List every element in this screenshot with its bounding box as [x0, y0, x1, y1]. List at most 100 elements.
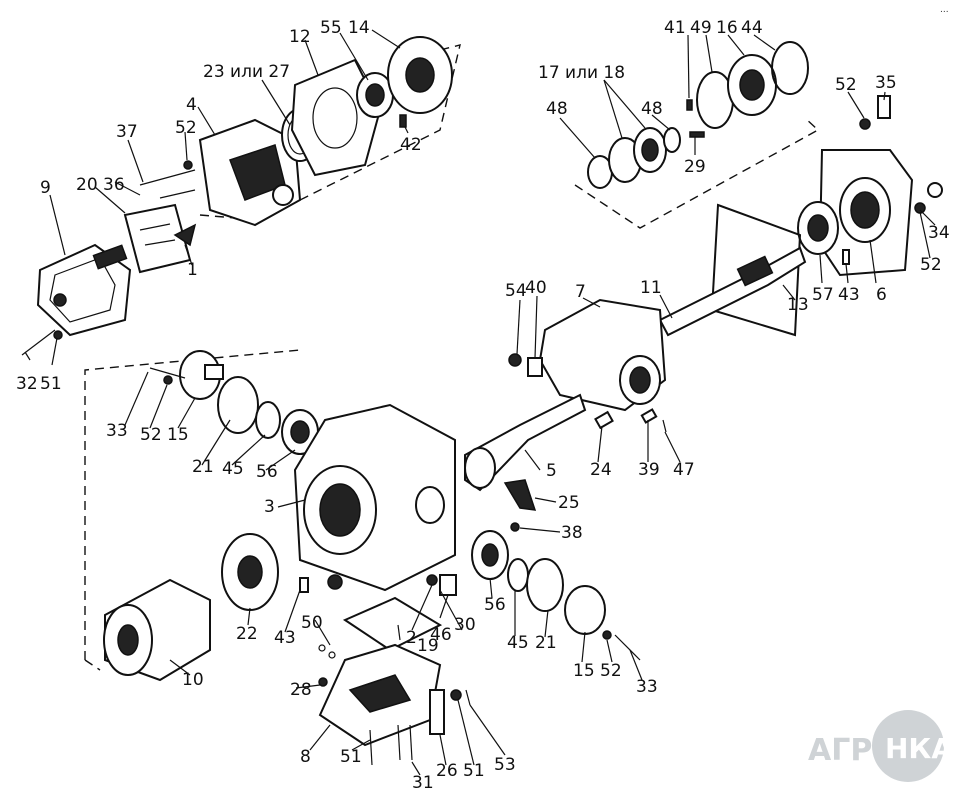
label-14: 14 [348, 18, 370, 38]
label-52-e: 52 [600, 661, 622, 681]
part-38-pin [510, 522, 520, 532]
part-5-shaft [464, 393, 587, 492]
label-44: 44 [741, 18, 763, 38]
part-19-gasket [342, 596, 443, 652]
part-21-45-56-a [217, 376, 319, 455]
part-48-ring-b [663, 127, 681, 153]
label-51-b: 51 [340, 747, 362, 767]
label-15-a: 15 [167, 425, 189, 445]
part-8-valve-block [318, 643, 442, 747]
label-30: 30 [454, 615, 476, 635]
label-16: 16 [716, 18, 738, 38]
label-36: 36 [103, 175, 125, 195]
part-51-31-bolts [369, 724, 413, 766]
part-57-bearing [797, 201, 839, 255]
part-56-45-21-b [471, 530, 564, 612]
part-55-bearing [356, 72, 394, 118]
label-24: 24 [590, 460, 612, 480]
label-39: 39 [638, 460, 660, 480]
label-57: 57 [812, 285, 834, 305]
label-51: 51 [40, 374, 62, 394]
part-37-36-bolts [139, 160, 196, 199]
label-31: 31 [412, 773, 434, 793]
corner-mark: ... [940, 5, 949, 15]
leader-lines [24, 29, 936, 776]
part-24-39-47-pins [594, 408, 667, 433]
label-52: 52 [175, 118, 197, 138]
label-25: 25 [558, 493, 580, 513]
label-29: 29 [684, 157, 706, 177]
part-54-40-pins [508, 353, 543, 377]
label-3: 3 [264, 497, 275, 517]
label-22: 22 [236, 624, 258, 644]
part-22-disc [221, 533, 279, 611]
label-19: 19 [417, 636, 439, 656]
label-9: 9 [40, 178, 51, 198]
label-28: 28 [290, 680, 312, 700]
label-33-b: 33 [636, 677, 658, 697]
part-34-nut [914, 182, 943, 214]
label-54: 54 [505, 281, 527, 301]
part-6-cover [818, 149, 914, 277]
label-11: 11 [640, 278, 662, 298]
label-7: 7 [575, 282, 586, 302]
label-52-b: 52 [835, 75, 857, 95]
label-48-b: 48 [641, 99, 663, 119]
part-42-pin [399, 114, 407, 128]
part-41-pin [686, 99, 693, 111]
label-48-a: 48 [546, 99, 568, 119]
part-35-bolt [859, 95, 891, 130]
label-33-a: 33 [106, 421, 128, 441]
label-51-c: 51 [463, 761, 485, 781]
part-13-gasket [710, 203, 802, 337]
label-40: 40 [525, 278, 547, 298]
label-56-b: 56 [484, 595, 506, 615]
part-15-cover-a [179, 350, 224, 400]
part-7-housing [538, 298, 667, 412]
part-43-pin-a [842, 249, 850, 265]
label-38: 38 [561, 523, 583, 543]
label-8: 8 [300, 747, 311, 767]
label-2: 2 [406, 628, 417, 648]
part-3-main-housing [293, 403, 456, 592]
label-46: 46 [430, 625, 452, 645]
label-17-or-18: 17 или 18 [538, 63, 625, 83]
part-28-pin [318, 677, 328, 687]
label-1: 1 [187, 260, 198, 280]
label-26: 26 [436, 761, 458, 781]
part-32-bolt [21, 329, 63, 356]
label-4: 4 [186, 95, 197, 115]
guide-lines [84, 44, 820, 671]
label-43-b: 43 [274, 628, 296, 648]
label-45-b: 45 [507, 633, 529, 653]
part-29-pin [689, 131, 705, 138]
label-56-a: 56 [256, 462, 278, 482]
watermark-right-text: НКА [885, 732, 953, 765]
part-10-rotor [103, 578, 211, 682]
label-42: 42 [400, 135, 422, 155]
part-44-circlip [771, 41, 809, 95]
label-55: 55 [320, 18, 342, 38]
label-53: 53 [494, 755, 516, 775]
part-43-50-pins [299, 574, 343, 659]
label-50: 50 [301, 613, 323, 633]
label-35: 35 [875, 73, 897, 93]
label-34: 34 [928, 223, 950, 243]
part-15-cover-b [564, 585, 606, 635]
label-52-d: 52 [140, 425, 162, 445]
label-32: 32 [16, 374, 38, 394]
watermark-circle [872, 710, 944, 782]
label-52-c: 52 [920, 255, 942, 275]
label-21-a: 21 [192, 457, 214, 477]
part-33-52-bolt-a [149, 367, 186, 385]
agronka-watermark: АГРО НКА [808, 710, 953, 782]
part-17-18-bearing [608, 127, 667, 183]
label-49: 49 [690, 18, 712, 38]
part-1-cone [173, 223, 197, 247]
label-37: 37 [116, 122, 138, 142]
part-26-51-53-bracket [429, 689, 471, 735]
label-21-b: 21 [535, 633, 557, 653]
label-6: 6 [876, 285, 887, 305]
label-45-a: 45 [222, 459, 244, 479]
